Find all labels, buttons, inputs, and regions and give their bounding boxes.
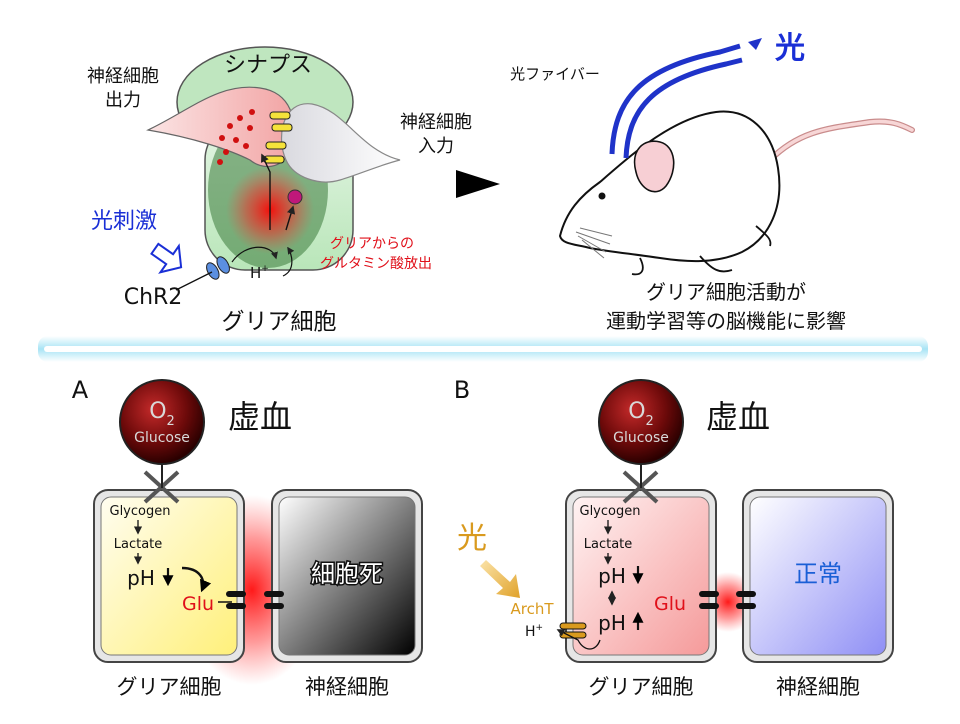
glycogen-label-a: Glycogen	[110, 504, 171, 519]
cell-death-label: 細胞死	[311, 560, 383, 588]
mouse-eye	[598, 192, 606, 200]
neuron-label-a: 神経細胞	[305, 675, 389, 699]
synapse-diagram: シナプス 神経細胞 出力 神経細胞 入力 光刺激 ChR2 H+ グリアからの …	[87, 46, 472, 335]
release-arrow-right	[285, 205, 296, 231]
glycogen-label-b: Glycogen	[580, 504, 641, 519]
ph-down-label-b: pH	[598, 564, 626, 588]
mouse-diagram: 光ファイバー 光 グリア細胞活動が 運動学習等の脳機能に影響	[510, 31, 915, 333]
neuron-input-line2: 入力	[418, 136, 454, 157]
transition-arrow	[456, 170, 500, 198]
panel-b-letter: B	[454, 376, 470, 404]
proton-arrow-2	[282, 246, 295, 277]
neuron-a	[278, 496, 416, 656]
glutamate-vesicle	[287, 189, 303, 205]
neuron-output-line1: 神経細胞	[87, 66, 159, 87]
chr2-label: ChR2	[124, 285, 183, 310]
ischemia-label-a: 虚血	[228, 398, 292, 436]
lactate-label-b: Lactate	[584, 537, 633, 552]
chr2-channel	[206, 256, 230, 280]
gap-junction-b	[699, 591, 756, 609]
panel-a-letter: A	[72, 376, 89, 404]
glial-cell-label: グリア細胞	[222, 309, 337, 335]
normal-label: 正常	[794, 560, 842, 588]
glu-label-b: Glu	[654, 593, 686, 615]
mouse-caption-line1: グリア細胞活動が	[646, 280, 806, 304]
light-emission-arrow	[748, 38, 762, 50]
mouse-body	[558, 110, 781, 263]
mouse-ear	[633, 140, 675, 193]
oxygen-glucose-sphere-a	[119, 379, 205, 465]
glu-label-a: Glu	[182, 593, 214, 615]
light-label-b: 光	[457, 521, 487, 556]
proton-arrow	[231, 246, 278, 263]
mouse-feet	[631, 225, 772, 276]
neuron-b	[749, 496, 887, 656]
light-stimulus-label: 光刺激	[91, 209, 157, 234]
release-arrow-left	[261, 153, 271, 230]
ischemia-label-b: 虚血	[706, 398, 770, 436]
proton-label: H+	[250, 264, 269, 282]
optical-fiber-label: 光ファイバー	[510, 65, 600, 83]
synaptic-vesicles	[217, 109, 255, 165]
postsynaptic-neuron	[280, 103, 401, 183]
chr2-pointer	[175, 271, 213, 291]
glucose-label-a: Glucose	[134, 430, 190, 446]
oxygen-glucose-sphere-b	[598, 379, 684, 465]
lactate-label-a: Lactate	[114, 537, 163, 552]
ph-label-a: pH	[127, 566, 155, 590]
synapse-label: シナプス	[224, 53, 312, 78]
glu-release-arrow-a	[181, 566, 212, 593]
optical-fiber-1	[609, 43, 741, 155]
glial-label-b: グリア細胞	[589, 675, 694, 699]
optical-fiber-2	[623, 57, 743, 159]
mouse-whiskers	[575, 227, 613, 259]
glucose-label-b: Glucose	[613, 430, 669, 446]
panel-a: A O2 Glucose 虚血 Glycogen Lactate pH Glu …	[72, 376, 423, 699]
neuron-output-line2: 出力	[105, 90, 141, 111]
ph-up-label-b: pH	[598, 611, 626, 635]
neuron-input-line1: 神経細胞	[400, 112, 472, 133]
glial-label-a: グリア細胞	[117, 675, 222, 699]
light-stimulus-arrow	[150, 242, 183, 274]
glial-cell-b	[572, 496, 710, 656]
receptors	[263, 111, 293, 164]
glia-release-line1: グリアからの	[330, 236, 414, 252]
o2-label-b: O2	[628, 399, 654, 429]
light-label: 光	[775, 31, 805, 66]
gap-junction-a	[226, 591, 284, 609]
archt-label: ArchT	[510, 600, 554, 618]
proton-efflux-arrow	[556, 629, 601, 650]
neuron-label-b: 神経細胞	[776, 675, 860, 699]
proton-label-b: H+	[525, 623, 543, 640]
panel-b: B O2 Glucose 虚血 光 Glycogen Lactate pH pH…	[454, 376, 894, 699]
light-arrow-b	[480, 560, 520, 598]
o2-label-a: O2	[149, 399, 175, 429]
glia-release-line2: グルタミン酸放出	[320, 256, 432, 272]
mouse-caption-line2: 運動学習等の脳機能に影響	[606, 309, 846, 333]
